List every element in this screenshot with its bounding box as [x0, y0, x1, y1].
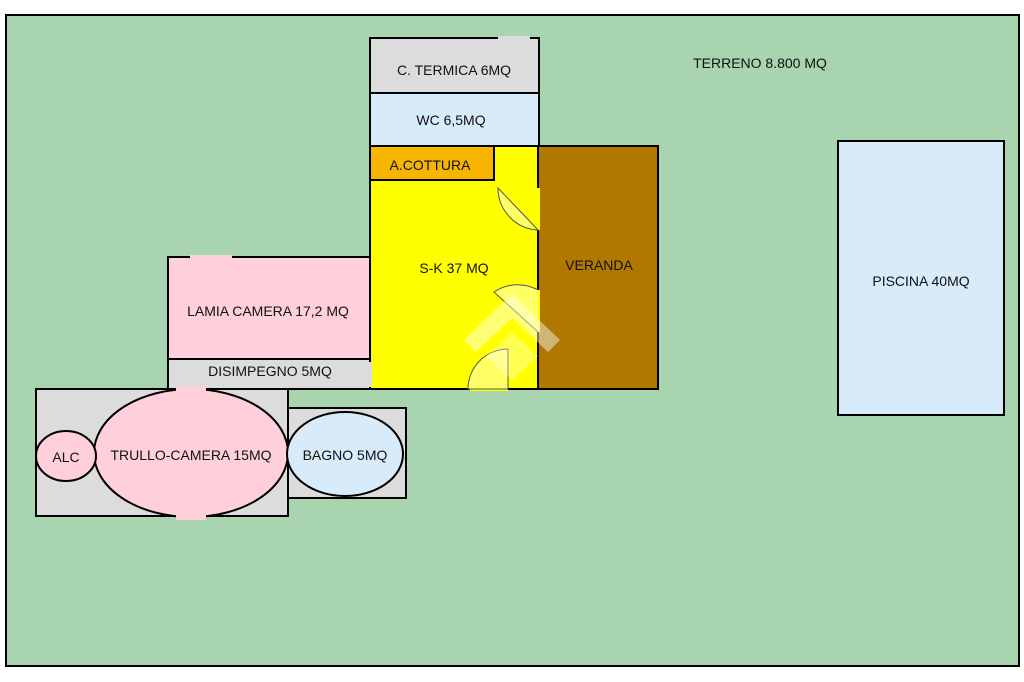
room-bagno	[286, 411, 404, 497]
disimpegno-opening	[366, 362, 372, 387]
alcova-label: ALC	[52, 449, 79, 465]
veranda-label: VERANDA	[565, 257, 633, 273]
room-angolo-cottura	[369, 145, 495, 181]
centrale-termica-label: C. TERMICA 6MQ	[397, 62, 511, 78]
trullo-camera-opening-top	[176, 386, 206, 392]
room-lamia-camera	[167, 256, 371, 360]
piscina	[837, 140, 1005, 416]
door-opening-upper	[536, 188, 540, 230]
room-soggiorno-cucina	[369, 145, 539, 390]
trullo-camera-label: TRULLO-CAMERA 15MQ	[110, 447, 271, 463]
bagno-label: BAGNO 5MQ	[303, 447, 388, 463]
wc-label: WC 6,5MQ	[416, 112, 485, 128]
room-alcova	[35, 430, 97, 482]
piscina-label: PISCINA 40MQ	[872, 273, 969, 289]
terrain-label: TERRENO 8.800 MQ	[693, 55, 827, 71]
soggiorno-cucina-label: S-K 37 MQ	[419, 260, 488, 276]
room-veranda	[537, 145, 659, 390]
angolo-cottura-label: A.COTTURA	[390, 157, 472, 173]
lamia-camera-window	[190, 255, 232, 259]
door-swing-entrance	[467, 348, 509, 390]
trullo-camera-opening-bottom	[176, 514, 206, 520]
disimpegno-label: DISIMPEGNO 5MQ	[208, 363, 332, 379]
lamia-camera-label: LAMIA CAMERA 17,2 MQ	[187, 303, 349, 319]
watermark-logo	[464, 294, 560, 380]
door-swing-middle	[493, 284, 539, 333]
centrale-termica-opening	[498, 36, 530, 40]
room-centrale-termica	[369, 37, 540, 94]
door-swing-upper	[497, 186, 539, 231]
